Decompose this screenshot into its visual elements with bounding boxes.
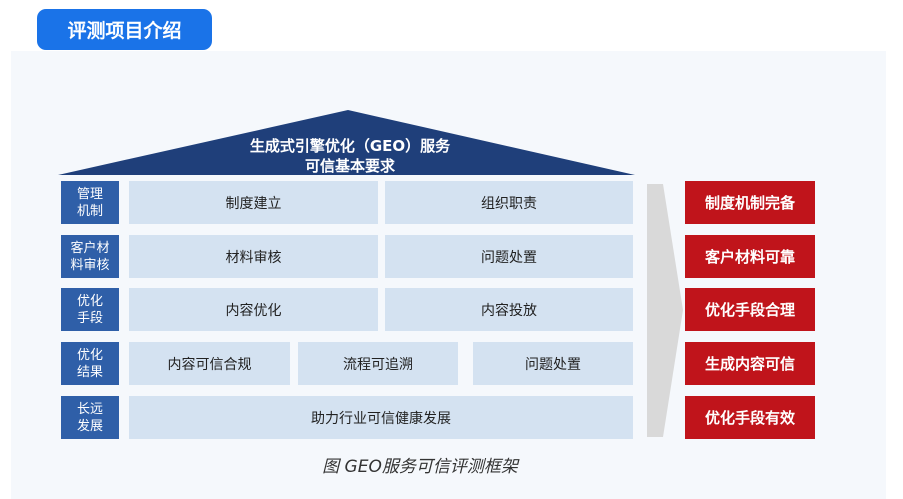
row-label-text: 客户材 料审核: [70, 240, 110, 273]
roof-title: 生成式引擎优化（GEO）服务 可信基本要求: [200, 136, 500, 176]
roof-title-line2: 可信基本要求: [304, 157, 395, 175]
row-label-text: 优化 结果: [76, 347, 103, 380]
roof-title-line1: 生成式引擎优化（GEO）服务: [249, 137, 451, 155]
row-label-text: 管理 机制: [76, 186, 103, 219]
row-label-text: 长远 发展: [76, 401, 103, 434]
right-arrow-icon: [647, 184, 683, 437]
roof-shape: [58, 110, 635, 175]
cell-results-1: 内容可信合规: [129, 342, 290, 385]
cell-client-1: 材料审核: [129, 235, 378, 278]
result-box-4: 生成内容可信: [685, 342, 815, 385]
row-label-client-materials: 客户材 料审核: [61, 235, 119, 278]
cell-long-term-1: 助力行业可信健康发展: [129, 396, 633, 439]
figure-caption: 图 GEO服务可信评测框架: [322, 457, 518, 477]
cell-means-2: 内容投放: [385, 288, 633, 331]
cell-management-1: 制度建立: [129, 181, 378, 224]
row-label-optimization-results: 优化 结果: [61, 342, 119, 385]
cell-means-1: 内容优化: [129, 288, 378, 331]
result-box-5: 优化手段有效: [685, 396, 815, 439]
row-label-optimization-means: 优化 手段: [61, 288, 119, 331]
cell-results-2: 流程可追溯: [298, 342, 458, 385]
result-box-3: 优化手段合理: [685, 288, 815, 331]
row-label-long-term: 长远 发展: [61, 396, 119, 439]
result-box-1: 制度机制完备: [685, 181, 815, 224]
cell-client-2: 问题处置: [385, 235, 633, 278]
section-title-tab: 评测项目介绍: [37, 9, 212, 50]
cell-management-2: 组织职责: [385, 181, 633, 224]
cell-results-3: 问题处置: [473, 342, 633, 385]
row-label-text: 优化 手段: [76, 293, 103, 326]
row-label-management: 管理 机制: [61, 181, 119, 224]
result-box-2: 客户材料可靠: [685, 235, 815, 278]
